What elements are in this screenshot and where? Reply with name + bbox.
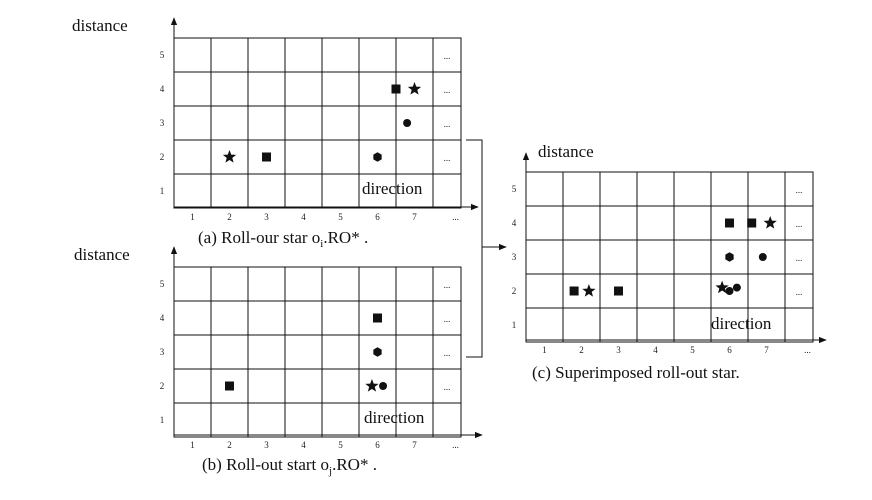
y-tick-label: 1 [160,415,165,425]
circle-marker [725,287,734,295]
panel-c: distance ............ 1 2 3 4 5 1 2 3 4 5 6 7... di… [512,142,827,382]
x-tick-label: 7 [412,440,417,450]
y-tick-label: 2 [512,286,517,296]
ellipsis-cell: ... [444,85,451,95]
x-tick-label: 3 [264,440,269,450]
square-marker [747,218,757,228]
ellipsis-cell: ... [444,314,451,324]
square-marker [569,286,579,296]
panel-b: distance ............ 1 2 3 4 5 1 2 3 4 5 6 7... di… [74,245,483,477]
x-tick-label: 2 [227,212,232,222]
panel-a: distance ............ 1 2 3 4 5 1 2 3 4 5 6 7... di… [72,16,479,250]
square-marker [373,313,382,323]
square-marker [614,286,623,296]
x-tick-label: 7 [764,345,769,355]
y-tick-label: 4 [512,218,517,228]
star-marker [407,82,422,95]
x-tick-label: 4 [653,345,658,355]
x-tick-label: 2 [579,345,584,355]
ellipsis-cell: ... [796,287,803,297]
y-tick-label: 1 [512,320,517,330]
ellipsis-cell: ... [444,348,451,358]
x-tick-label: 5 [338,440,343,450]
panel-b-caption: (b) Roll-out start oj.RO* . [202,455,377,477]
panel-b-ylabel: distance [74,245,130,264]
x-tick-label: ... [452,212,459,222]
panel-a-ylabel: distance [72,16,128,35]
panel-c-caption: (c) Superimposed roll-out star. [532,363,740,382]
square-marker [262,152,271,162]
ellipsis-cell: ... [444,119,451,129]
x-tick-label: ... [452,440,459,450]
x-tick-label: 3 [616,345,621,355]
ellipsis-cell: ... [796,185,803,195]
panel-c-grid: ............ [522,152,827,344]
hexagon-marker [373,347,382,357]
y-tick-label: 4 [160,313,165,323]
x-tick-label: 4 [301,440,306,450]
circle-marker [379,382,388,390]
panel-c-ylabel: distance [538,142,594,161]
y-tick-label: 4 [160,84,165,94]
square-marker [725,218,734,228]
square-marker [391,84,401,94]
star-marker [222,150,237,163]
x-tick-label: 6 [375,212,380,222]
star-marker [582,284,596,297]
star-marker [365,379,379,392]
circle-marker [758,253,767,261]
ellipsis-cell: ... [796,253,803,263]
square-marker [225,381,234,391]
ellipsis-cell: ... [444,153,451,163]
star-marker [763,216,777,229]
y-tick-label: 1 [160,186,165,196]
panel-a-caption: (a) Roll-our star oi.RO* . [198,228,368,250]
y-tick-label: 3 [160,118,165,128]
x-tick-label: 4 [301,212,306,222]
y-tick-label: 5 [512,184,517,194]
hexagon-marker [725,252,734,262]
panel-b-grid: ............ [170,246,483,439]
combine-bracket [466,139,507,358]
x-tick-label: 2 [227,440,232,450]
x-tick-label: 6 [727,345,732,355]
x-tick-label: 3 [264,212,269,222]
ellipsis-cell: ... [444,280,451,290]
y-tick-label: 5 [160,50,165,60]
panel-c-direction-label: direction [711,314,772,333]
x-tick-label: 5 [338,212,343,222]
x-tick-label: 7 [412,212,417,222]
panel-b-direction-label: direction [364,408,425,427]
x-tick-label: 1 [190,212,195,222]
panel-a-direction-label: direction [362,179,423,198]
x-tick-label: 6 [375,440,380,450]
panel-a-grid: ............ [170,17,479,211]
x-tick-label: ... [804,345,811,355]
x-tick-label: 5 [690,345,695,355]
y-tick-label: 3 [160,347,165,357]
y-tick-label: 2 [160,152,165,162]
circle-marker [403,119,412,127]
ellipsis-cell: ... [444,51,451,61]
ellipsis-cell: ... [444,382,451,392]
y-tick-label: 2 [160,381,165,391]
ellipsis-cell: ... [796,219,803,229]
y-tick-label: 3 [512,252,517,262]
hexagon-marker [373,152,382,162]
x-tick-label: 1 [190,440,195,450]
circle-marker [732,283,741,292]
y-tick-label: 5 [160,279,165,289]
x-tick-label: 1 [542,345,547,355]
star-marker [715,280,729,294]
